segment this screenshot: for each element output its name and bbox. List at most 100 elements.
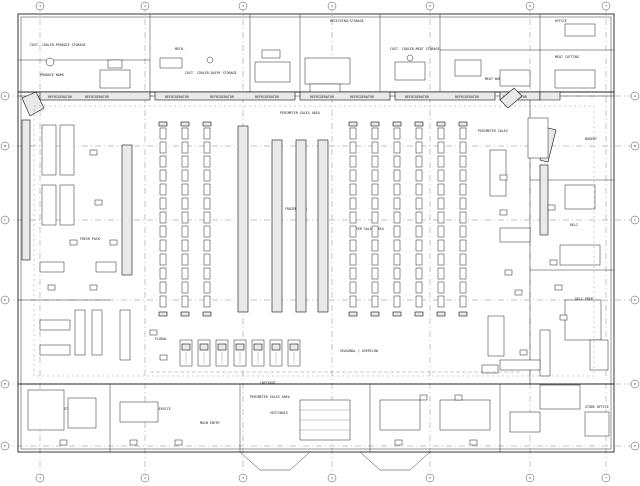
- grid-bubble: [140, 473, 150, 483]
- grid-bubble: [0, 441, 10, 451]
- grid-bubble-label: F: [4, 444, 6, 448]
- gondola-shelf: [181, 239, 189, 252]
- grid-bubble: [0, 295, 10, 305]
- gondola-shelf: [181, 197, 189, 210]
- refrig-label-2: REFRIGERATOR: [85, 95, 109, 99]
- gondola-shelf: [159, 169, 167, 182]
- gondola-shelf: [415, 295, 423, 308]
- room-label-cooler-produce: CUST. COOLER-PRODUCE STORAGE: [30, 43, 86, 47]
- gondola-shelf: [415, 225, 423, 238]
- gondola-shelf: [371, 211, 379, 224]
- gondola-shelf: [393, 295, 401, 308]
- display-stand: [547, 204, 556, 211]
- display-stand: [559, 314, 568, 321]
- gondola-shelf: [203, 127, 211, 140]
- gondola-shelf: [349, 141, 357, 154]
- grid-bubble-label: 3: [242, 476, 244, 480]
- endcap: [158, 121, 168, 127]
- gondola-shelf: [437, 141, 445, 154]
- top-refrigerator-run: REFRIGERATOR REFRIGERATOR REFRIGERATOR R…: [21, 87, 561, 117]
- display-stand: [149, 329, 158, 336]
- gondola-shelf: [159, 225, 167, 238]
- room-label-store-office: STORE OFFICE: [585, 405, 609, 409]
- refrig-label-1: REFRIGERATOR: [48, 95, 72, 99]
- gondola-shelf: [371, 295, 379, 308]
- room-label-fresh-pack: FRESH PACK: [80, 237, 100, 241]
- gondola-shelf: [371, 141, 379, 154]
- refrig-label-8: REFRIGERATOR: [405, 95, 429, 99]
- grid-bubble-label: 7: [605, 476, 607, 480]
- room-label-produce-work: PRODUCE WORK: [40, 73, 64, 77]
- gondola-shelf: [437, 197, 445, 210]
- grid-bubble: [630, 379, 640, 389]
- gondola-shelf: [459, 211, 467, 224]
- grid-bubble: [35, 473, 45, 483]
- room-label-vestibule: VESTIBULE: [270, 411, 288, 415]
- grid-bubble-label: 4: [331, 4, 333, 8]
- gondola-shelf: [371, 197, 379, 210]
- endcap: [158, 311, 168, 317]
- grid-bubble-label: 7: [605, 4, 607, 8]
- grid-bubble-label: B: [634, 144, 636, 148]
- gondola-shelf: [181, 127, 189, 140]
- grid-bubble: [140, 1, 150, 11]
- gondola-shelf: [349, 183, 357, 196]
- register: [253, 343, 263, 351]
- gondola-aisles: [158, 121, 468, 317]
- display-stand: [109, 239, 118, 246]
- gondola-shelf: [159, 155, 167, 168]
- back-room-equipment: [45, 23, 596, 93]
- gondola-shelf: [371, 239, 379, 252]
- display-stand: [94, 199, 103, 206]
- grid-bubble: [601, 1, 611, 11]
- gondola-shelf: [349, 169, 357, 182]
- display-stand: [394, 439, 403, 446]
- grid-bubble: [0, 141, 10, 151]
- grid-bubble-label: E: [634, 382, 636, 386]
- room-label-perimeter-right: PERIMETER SALES: [478, 129, 508, 133]
- endcap: [202, 311, 212, 317]
- endcap: [458, 311, 468, 317]
- room-label-floral: FLORAL: [155, 337, 167, 341]
- refrig-label-6: REFRIGERATOR: [310, 95, 334, 99]
- gondola-shelf: [159, 253, 167, 266]
- gondola-shelf: [159, 141, 167, 154]
- gondola-shelf: [371, 127, 379, 140]
- display-stand: [454, 394, 463, 401]
- gondola-shelf: [159, 281, 167, 294]
- gondola-shelf: [349, 239, 357, 252]
- gondola-shelf: [203, 239, 211, 252]
- display-stand: [499, 174, 508, 181]
- gondola-shelf: [459, 183, 467, 196]
- grid-bubble: [630, 141, 640, 151]
- gondola-shelf: [415, 267, 423, 280]
- display-stand: [499, 209, 508, 216]
- display-stand: [519, 349, 528, 356]
- grid-bubble-label: 1: [39, 476, 41, 480]
- endcap: [436, 311, 446, 317]
- gondola-shelf: [181, 295, 189, 308]
- gondola-shelf: [393, 253, 401, 266]
- gondola-shelf: [349, 197, 357, 210]
- grid-bubble-label: 2: [144, 476, 146, 480]
- grid-bubble-label: A: [634, 94, 636, 98]
- gondola-shelf: [181, 141, 189, 154]
- gondola-shelf: [349, 295, 357, 308]
- gondola-shelf: [459, 169, 467, 182]
- grid-bubble-label: B: [4, 144, 6, 148]
- refrig-label-9: REFRIGERATOR: [455, 95, 479, 99]
- gondola-shelf: [459, 155, 467, 168]
- display-stand: [69, 239, 78, 246]
- gondola-shelf: [437, 183, 445, 196]
- refrig-label-3: REFRIGERATOR: [165, 95, 189, 99]
- gondola-shelf: [159, 239, 167, 252]
- gondola-shelf: [159, 197, 167, 210]
- room-label-mech: MECH.: [175, 47, 185, 51]
- gondola-shelf: [415, 169, 423, 182]
- gondola-shelf: [371, 253, 379, 266]
- display-stand: [419, 394, 428, 401]
- gondola-shelf: [437, 295, 445, 308]
- gondola-shelf: [203, 211, 211, 224]
- room-label-bakery: BAKERY: [585, 137, 597, 141]
